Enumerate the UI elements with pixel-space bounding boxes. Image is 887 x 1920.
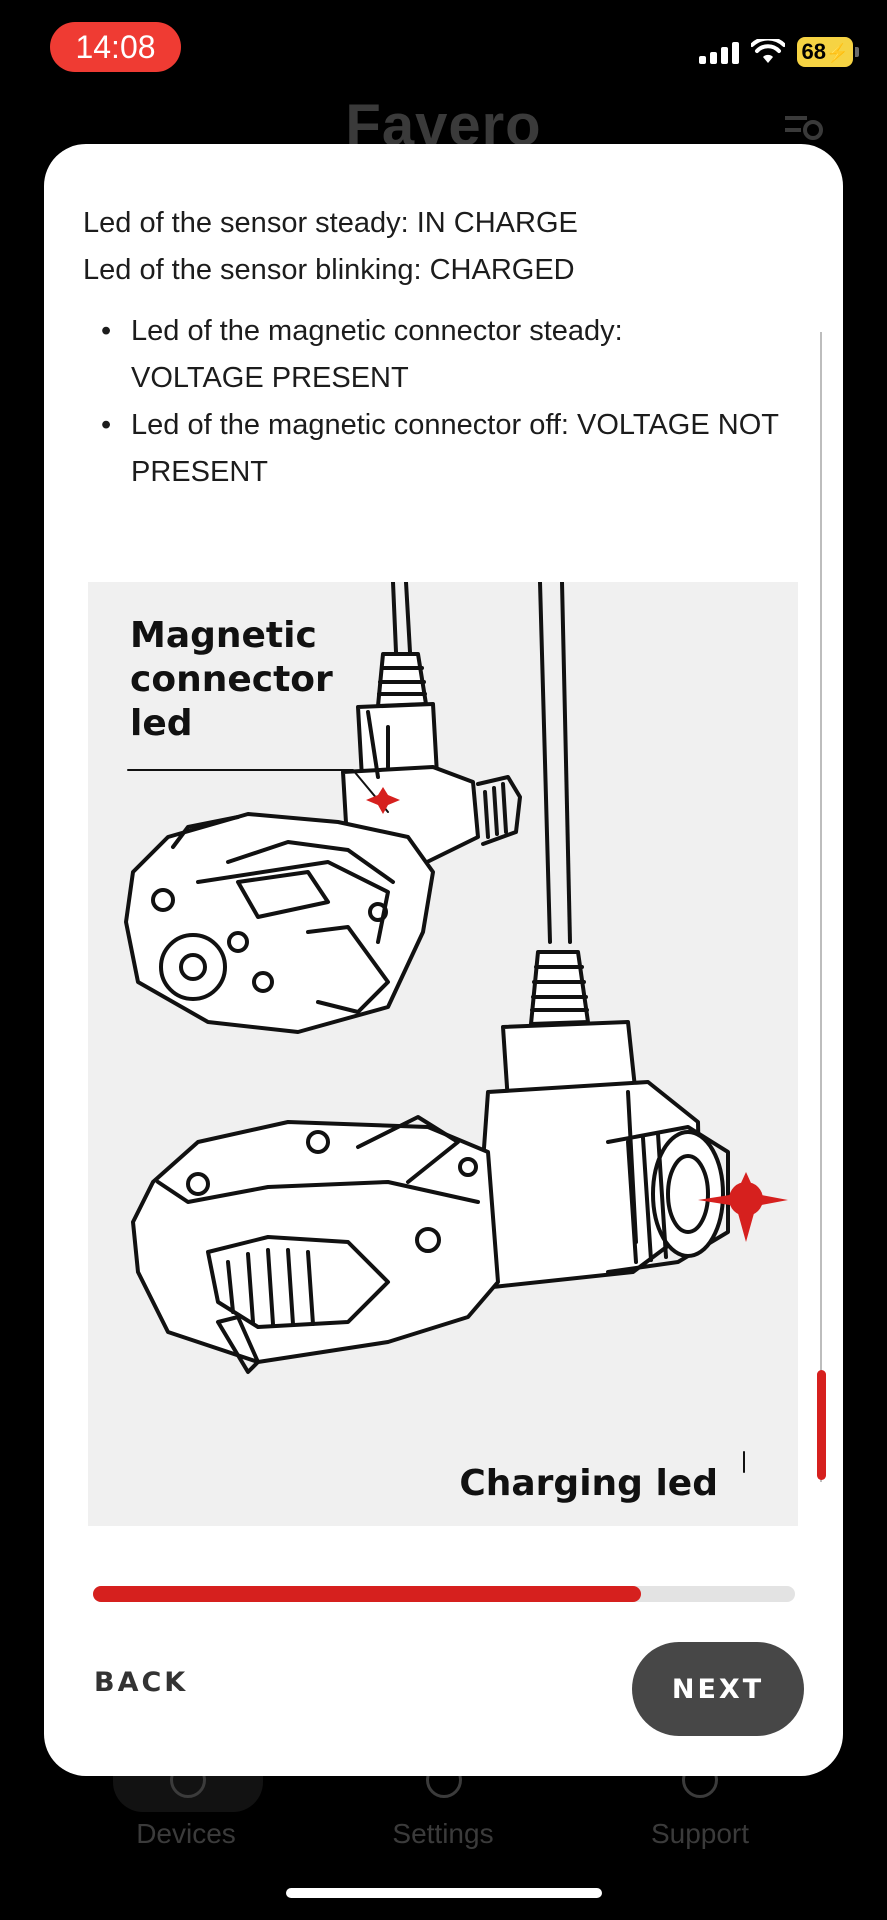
tab-support[interactable]: Support bbox=[650, 1818, 750, 1849]
menu-search-icon[interactable] bbox=[785, 112, 825, 148]
text-line: Led of the sensor steady: IN CHARGE bbox=[83, 207, 578, 239]
battery-charging-icon: 68⚡ bbox=[797, 37, 859, 67]
cellular-signal-icon bbox=[699, 40, 739, 64]
home-indicator bbox=[286, 1888, 602, 1898]
modal-content: Led of the sensor steady: IN CHARGE Led … bbox=[83, 207, 803, 496]
scrollbar-thumb[interactable] bbox=[817, 1370, 826, 1480]
status-time: 14:08 bbox=[50, 22, 181, 72]
scrollbar-track[interactable] bbox=[820, 332, 822, 1482]
bullet-item: Led of the magnetic connector off: VOLTA… bbox=[101, 402, 803, 496]
progress-bar bbox=[93, 1586, 795, 1602]
bullet-item: Led of the magnetic connector steady: VO… bbox=[101, 308, 803, 402]
bullet-list: Led of the magnetic connector steady: VO… bbox=[83, 308, 803, 496]
tab-settings[interactable]: Settings bbox=[392, 1818, 494, 1849]
charging-led-label: Charging led bbox=[459, 1463, 718, 1504]
pedal-drawing bbox=[124, 582, 788, 1473]
status-icons: 68⚡ bbox=[699, 36, 859, 68]
battery-level: 68 bbox=[801, 39, 827, 64]
wifi-icon bbox=[751, 39, 785, 63]
instruction-modal: Led of the sensor steady: IN CHARGE Led … bbox=[44, 144, 843, 1776]
back-button[interactable]: BACK bbox=[94, 1644, 214, 1720]
magnetic-connector-led-label: Magnetic connector led bbox=[130, 615, 333, 744]
progress-fill bbox=[93, 1586, 641, 1602]
next-button[interactable]: NEXT bbox=[632, 1642, 804, 1736]
text-line: Led of the sensor blinking: CHARGED bbox=[83, 254, 575, 286]
pedal-charging-illustration: Magnetic connector led Charging led bbox=[88, 582, 798, 1526]
tab-devices[interactable]: Devices bbox=[136, 1818, 236, 1849]
